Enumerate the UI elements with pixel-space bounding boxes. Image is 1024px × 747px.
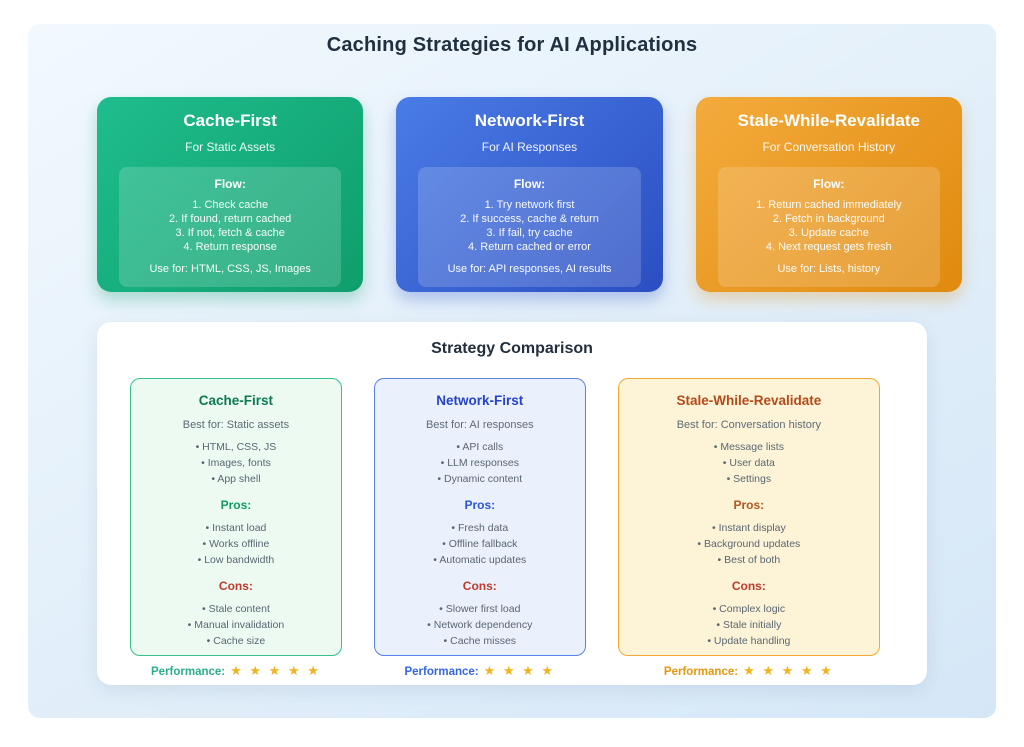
- use-case-item: LLM responses: [383, 455, 577, 471]
- flow-step: 2. If success, cache & return: [460, 213, 599, 225]
- use-case-item: Settings: [627, 471, 871, 487]
- pros-list: Instant load Works offline Low bandwidth: [139, 520, 333, 568]
- strategy-cards-row: Cache-First For Static Assets Flow: 1. C…: [97, 97, 962, 292]
- flow-step: 2. If found, return cached: [169, 213, 292, 225]
- cons-list: Complex logic Stale initially Update han…: [627, 601, 871, 649]
- performance-label: Performance:: [151, 666, 226, 678]
- flow-label: Flow:: [513, 177, 546, 191]
- performance-stars: ★ ★ ★ ★: [483, 663, 556, 678]
- cons-item: Network dependency: [383, 617, 577, 633]
- flow-step: 4. Return cached or error: [468, 241, 591, 253]
- cons-list: Stale content Manual invalidation Cache …: [139, 601, 333, 649]
- strategy-card-subtitle: For AI Responses: [481, 140, 578, 154]
- pros-item: Fresh data: [383, 520, 577, 536]
- cons-item: Slower first load: [383, 601, 577, 617]
- cons-item: Update handling: [627, 633, 871, 649]
- performance-label: Performance:: [663, 666, 739, 678]
- performance-row: Performance: ★ ★ ★ ★ ★: [627, 663, 871, 679]
- pros-item: Background updates: [627, 536, 871, 552]
- cons-item: Stale content: [139, 601, 333, 617]
- strategy-card-title: Network-First: [474, 111, 585, 130]
- use-case-item: App shell: [139, 471, 333, 487]
- performance-label: Performance:: [404, 666, 479, 678]
- pros-item: Offline fallback: [383, 536, 577, 552]
- use-case-item: Images, fonts: [139, 455, 333, 471]
- cons-item: Manual invalidation: [139, 617, 333, 633]
- flow-box: Flow: 1. Try network first 2. If success…: [418, 167, 641, 287]
- flow-step: 3. Update cache: [788, 227, 869, 239]
- flow-step: 4. Next request gets fresh: [765, 241, 892, 253]
- strategy-card-cache-first: Cache-First For Static Assets Flow: 1. C…: [97, 97, 364, 292]
- pros-list: Fresh data Offline fallback Automatic up…: [383, 520, 577, 568]
- best-for-text: Best for: Conversation history: [676, 419, 821, 431]
- flow-label: Flow:: [214, 177, 246, 191]
- strategy-card-subtitle: For Static Assets: [185, 140, 276, 154]
- flow-box: Flow: 1. Return cached immediately 2. Fe…: [717, 167, 940, 287]
- use-for-note: Use for: API responses, AI results: [447, 263, 612, 275]
- comparison-title: Strategy Comparison: [431, 340, 593, 357]
- cons-item: Complex logic: [627, 601, 871, 617]
- performance-stars: ★ ★ ★ ★ ★: [743, 663, 834, 678]
- cons-item: Cache size: [139, 633, 333, 649]
- cons-label: Cons:: [731, 579, 766, 593]
- pros-list: Instant display Background updates Best …: [627, 520, 871, 568]
- cons-list: Slower first load Network dependency Cac…: [383, 601, 577, 649]
- strategy-card-title: Cache-First: [183, 111, 277, 130]
- use-case-list: HTML, CSS, JS Images, fonts App shell: [139, 439, 333, 487]
- flow-step: 1. Try network first: [484, 199, 575, 211]
- flow-step: 3. If not, fetch & cache: [175, 227, 285, 239]
- best-for-text: Best for: Static assets: [182, 419, 290, 431]
- comparison-card-network-first: Network-First Best for: AI responses API…: [373, 378, 586, 678]
- comparison-card-title: Cache-First: [198, 393, 274, 408]
- best-for-text: Best for: AI responses: [425, 419, 534, 431]
- comparison-card-title: Stale-While-Revalidate: [676, 393, 822, 408]
- strategy-card-stale-while-revalidate: Stale-While-Revalidate For Conversation …: [695, 97, 962, 292]
- flow-step: 1. Return cached immediately: [756, 199, 902, 211]
- use-for-note: Use for: Lists, history: [777, 263, 881, 275]
- use-case-list: API calls LLM responses Dynamic content: [383, 439, 577, 487]
- cons-item: Stale initially: [627, 617, 871, 633]
- flow-step: 2. Fetch in background: [772, 213, 885, 225]
- strategy-card-subtitle: For Conversation History: [762, 140, 896, 154]
- use-case-item: HTML, CSS, JS: [139, 439, 333, 455]
- pros-item: Instant display: [627, 520, 871, 536]
- flow-step: 4. Return response: [183, 241, 277, 253]
- pros-item: Works offline: [139, 536, 333, 552]
- page-title: Caching Strategies for AI Applications: [326, 34, 698, 56]
- pros-item: Best of both: [627, 552, 871, 568]
- cons-label: Cons:: [462, 579, 497, 593]
- pros-label: Pros:: [464, 498, 496, 512]
- comparison-card-cache-first: Cache-First Best for: Static assets HTML…: [130, 378, 342, 678]
- pros-item: Instant load: [139, 520, 333, 536]
- performance-row: Performance: ★ ★ ★ ★ ★: [139, 663, 333, 679]
- use-case-item: Message lists: [627, 439, 871, 455]
- comparison-card-title: Network-First: [436, 393, 524, 408]
- pros-label: Pros:: [733, 498, 765, 512]
- use-case-item: User data: [627, 455, 871, 471]
- cons-item: Cache misses: [383, 633, 577, 649]
- pros-label: Pros:: [220, 498, 252, 512]
- strategy-card-network-first: Network-First For AI Responses Flow: 1. …: [396, 97, 663, 292]
- comparison-cards-row: Cache-First Best for: Static assets HTML…: [130, 378, 880, 678]
- use-for-note: Use for: HTML, CSS, JS, Images: [149, 263, 311, 275]
- cons-label: Cons:: [218, 579, 253, 593]
- performance-stars: ★ ★ ★ ★ ★: [230, 663, 321, 678]
- pros-item: Automatic updates: [383, 552, 577, 568]
- flow-step: 1. Check cache: [192, 199, 269, 211]
- use-case-list: Message lists User data Settings: [627, 439, 871, 487]
- pros-item: Low bandwidth: [139, 552, 333, 568]
- flow-label: Flow:: [813, 177, 845, 191]
- comparison-panel: Strategy Comparison Cache-First Best for…: [97, 322, 927, 685]
- use-case-item: Dynamic content: [383, 471, 577, 487]
- comparison-card-stale-while-revalidate: Stale-While-Revalidate Best for: Convers…: [617, 378, 880, 678]
- flow-step: 3. If fail, try cache: [486, 227, 573, 239]
- flow-box: Flow: 1. Check cache 2. If found, return…: [119, 167, 342, 287]
- use-case-item: API calls: [383, 439, 577, 455]
- infographic-canvas: Caching Strategies for AI Applications C…: [28, 24, 996, 718]
- performance-row: Performance: ★ ★ ★ ★: [383, 663, 577, 679]
- strategy-card-title: Stale-While-Revalidate: [737, 111, 920, 130]
